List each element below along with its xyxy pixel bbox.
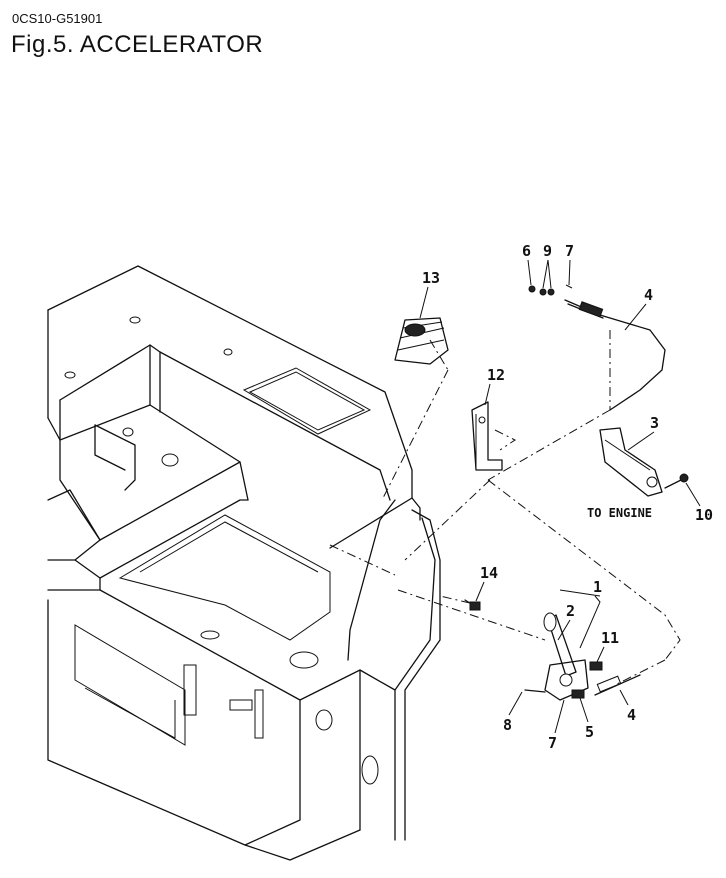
callout-9: 9 (543, 242, 552, 260)
part-1-lever-assembly (524, 589, 603, 701)
callout-12: 12 (487, 366, 505, 384)
part-4-cable-upper (528, 284, 666, 411)
floor-panel (47, 265, 441, 861)
callout-2: 2 (566, 602, 575, 620)
part-10-bolt (664, 473, 689, 489)
callout-4-bottom: 4 (627, 706, 636, 724)
callout-5: 5 (585, 723, 594, 741)
assembly-guide-lines (329, 330, 681, 686)
figure-title: Fig.5. ACCELERATOR (11, 31, 264, 58)
drawing-code: 0CS10-G51901 (12, 11, 103, 26)
callout-8: 8 (503, 716, 512, 734)
part-14-bolt (464, 599, 481, 611)
callout-3: 3 (650, 414, 659, 432)
part-3-engine-bracket (599, 427, 663, 497)
callout-4-top: 4 (644, 286, 653, 304)
callout-14: 14 (480, 564, 498, 582)
callout-13: 13 (422, 269, 440, 287)
callout-1: 1 (593, 578, 602, 596)
callout-6: 6 (522, 242, 531, 260)
to-engine-label: TO ENGINE (587, 506, 652, 520)
callout-10: 10 (695, 506, 713, 524)
callout-7-bottom: 7 (548, 734, 557, 752)
part-4-cable-lower (594, 674, 641, 696)
part-12-bracket (471, 401, 503, 471)
callouts: 13 12 6 9 7 4 3 TO ENGINE 10 14 1 2 11 4… (419, 242, 713, 752)
part-13-boot (394, 317, 449, 365)
callout-7-top: 7 (565, 242, 574, 260)
callout-11: 11 (601, 629, 619, 647)
